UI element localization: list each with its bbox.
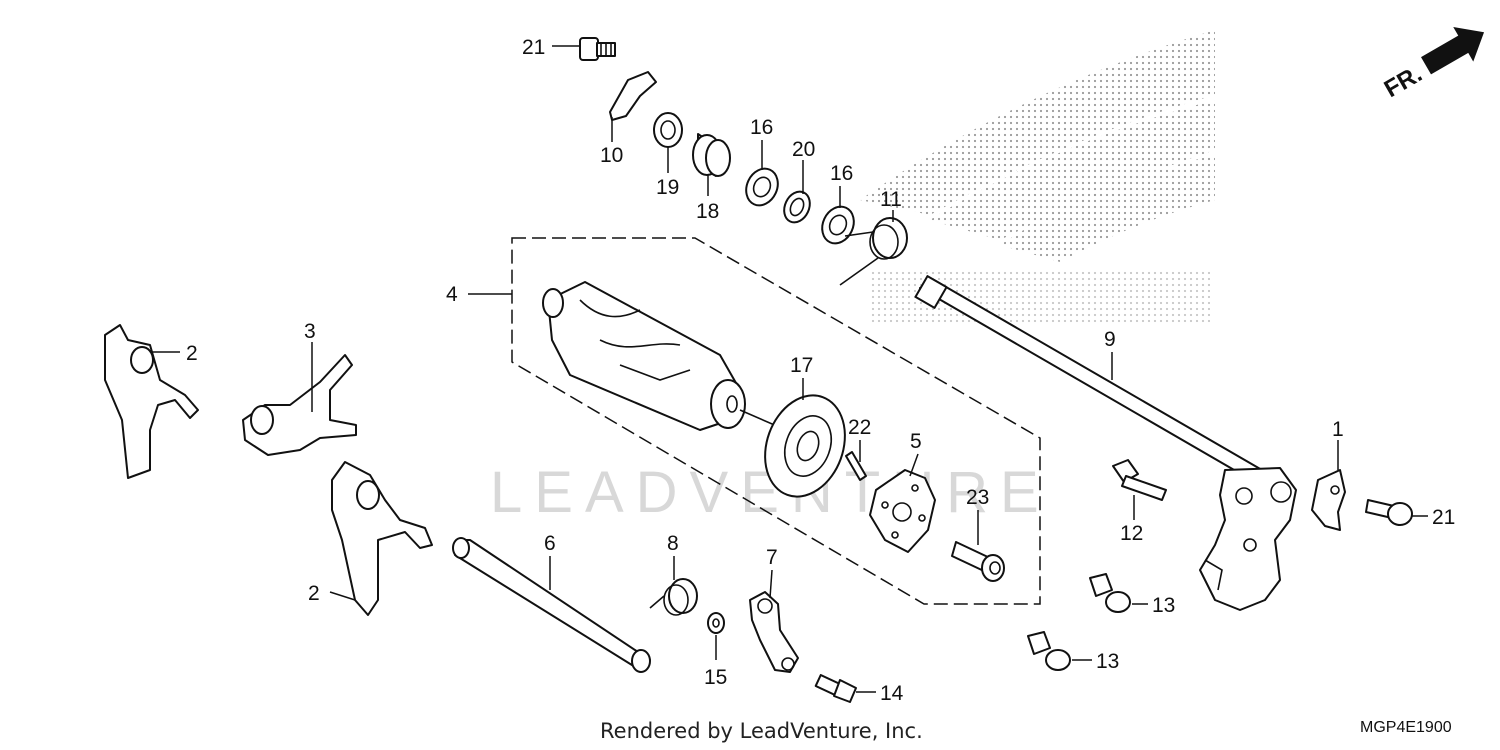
callout-2-bottom: 2 bbox=[308, 582, 320, 605]
part-11-return-spring bbox=[839, 217, 908, 286]
part-12-stud bbox=[1112, 459, 1167, 501]
callout-17: 17 bbox=[790, 354, 813, 377]
callout-16: 16 bbox=[830, 162, 853, 185]
callout-8: 8 bbox=[667, 532, 679, 555]
svg-text:FR.: FR. bbox=[1380, 60, 1427, 103]
part-21-bolt-right bbox=[1365, 499, 1413, 526]
part-13-bolt-upper bbox=[1089, 573, 1131, 613]
part-10-bracket bbox=[609, 71, 657, 121]
brand-wing-logo bbox=[860, 30, 1215, 325]
footer-credit: Rendered by LeadVenture, Inc. bbox=[600, 719, 923, 743]
part-9-gearshift-spindle bbox=[914, 275, 1297, 611]
part-7-stopper-arm bbox=[749, 591, 799, 673]
part-1-spindle-plate bbox=[1311, 469, 1346, 531]
part-16-washer-b bbox=[821, 205, 855, 245]
front-direction-indicator: FR. bbox=[1380, 26, 1485, 103]
callout-5: 5 bbox=[910, 430, 922, 453]
callout-12: 12 bbox=[1120, 522, 1143, 545]
part-14-bolt bbox=[814, 674, 857, 703]
callout-22: 22 bbox=[848, 416, 871, 439]
part-8-stopper-spring bbox=[649, 578, 698, 616]
callout-21-right: 21 bbox=[1432, 506, 1455, 529]
part-5-shift-drum-center bbox=[869, 469, 936, 553]
part-16-washer-a bbox=[745, 167, 779, 207]
part-3-shift-fork-center bbox=[242, 354, 357, 456]
part-17-bearing bbox=[764, 394, 846, 498]
callout-13-lower: 13 bbox=[1096, 650, 1119, 673]
callout-10: 10 bbox=[600, 144, 623, 167]
part-6-fork-shaft bbox=[452, 537, 651, 673]
leader-lines bbox=[152, 45, 1428, 693]
callout-6: 6 bbox=[544, 532, 556, 555]
callout-15: 15 bbox=[704, 666, 727, 689]
part-19-seal bbox=[653, 112, 683, 148]
callout-23: 23 bbox=[966, 486, 989, 509]
part-21-bolt-top bbox=[579, 37, 616, 61]
diagram-code: MGP4E1900 bbox=[1360, 719, 1452, 736]
callout-13-upper: 13 bbox=[1152, 594, 1175, 617]
callout-7: 7 bbox=[766, 546, 778, 569]
callout-20: 20 bbox=[792, 138, 815, 161]
part-2-shift-fork-bottom bbox=[331, 461, 433, 616]
callout-1: 1 bbox=[1332, 418, 1344, 441]
part-20-circlip bbox=[783, 190, 811, 224]
callout-14: 14 bbox=[880, 682, 904, 705]
callout-11: 11 bbox=[880, 188, 902, 211]
callout-4: 4 bbox=[446, 283, 458, 306]
callout-19: 19 bbox=[656, 176, 679, 199]
part-4-shift-drum bbox=[542, 281, 787, 431]
part-23-socket-bolt bbox=[951, 541, 1005, 582]
callout-18: 18 bbox=[696, 200, 719, 223]
part-22-dowel-pin bbox=[845, 451, 867, 481]
watermark-text: LEADVENTURE bbox=[490, 460, 1051, 525]
part-18-needle-bearing bbox=[692, 133, 731, 177]
callout-labels: 21 10 19 18 16 20 16 11 4 17 22 5 23 9 1… bbox=[186, 36, 1455, 705]
part-13-bolt-lower bbox=[1027, 631, 1071, 671]
callout-3: 3 bbox=[304, 320, 316, 343]
drum-assembly-outline bbox=[511, 237, 1041, 605]
callout-16-top: 16 bbox=[750, 116, 773, 139]
part-2-shift-fork-left bbox=[104, 324, 199, 479]
callout-21-top: 21 bbox=[522, 36, 545, 59]
part-15-washer bbox=[707, 612, 725, 634]
callout-9: 9 bbox=[1104, 328, 1116, 351]
callout-2-top: 2 bbox=[186, 342, 198, 365]
